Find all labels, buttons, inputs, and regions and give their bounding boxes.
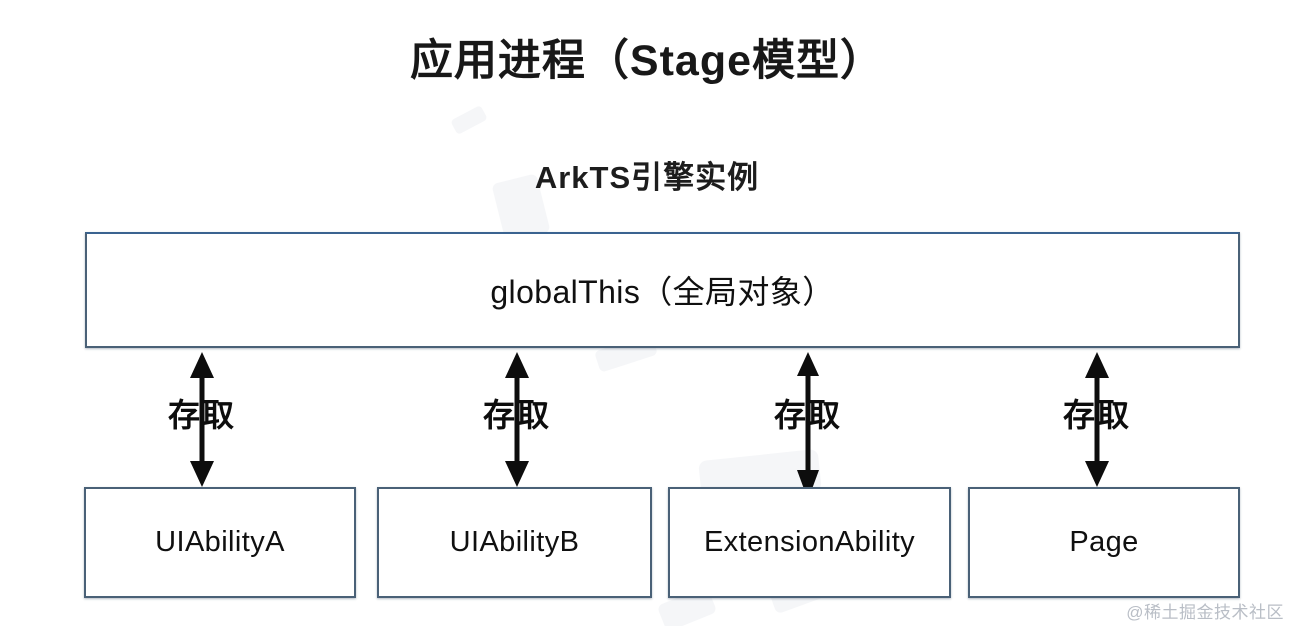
extension-ability-label: ExtensionAbility [703,526,916,558]
access-arrow-label-4: 存取 [1062,397,1131,433]
global-this-label: globalThis（全局对象） [490,274,835,310]
diagram-subtitle: ArkTS引擎实例 [534,160,760,195]
double-arrow-icon [190,352,214,487]
uiability-b-label: UIAbilityB [449,526,580,558]
extension-ability-box: ExtensionAbility [668,487,951,598]
uiability-b-box: UIAbilityB [377,487,652,598]
access-arrow-group-3: 存取 [698,352,918,500]
background-smudge [450,104,488,136]
global-this-box: globalThis（全局对象） [85,232,1240,348]
uiability-a-box: UIAbilityA [84,487,356,598]
source-watermark: @稀土掘金技术社区 [1126,603,1284,622]
double-arrow-icon [1085,352,1109,487]
access-arrow-group-4: 存取 [987,352,1207,487]
access-arrow-label-2: 存取 [482,397,551,433]
page-box: Page [968,487,1240,598]
access-arrow-label-1: 存取 [167,397,236,433]
page-label: Page [1069,526,1139,558]
access-arrow-label-3: 存取 [773,397,842,433]
double-arrow-icon [797,352,819,500]
uiability-a-label: UIAbilityA [155,526,285,558]
access-arrow-group-2: 存取 [407,352,627,487]
double-arrow-icon [505,352,529,487]
access-arrow-group-1: 存取 [92,352,312,487]
diagram-title: 应用进程（Stage模型） [409,37,885,85]
